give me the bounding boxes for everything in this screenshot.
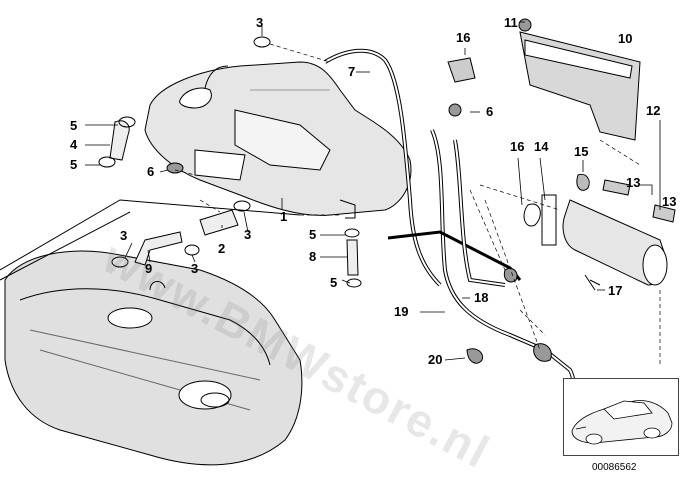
fuel-tank-upper [144, 61, 412, 219]
line-18 [453, 139, 506, 287]
callout-16-middle: 16 [510, 139, 525, 154]
callout-9: 9 [145, 261, 153, 276]
callout-5-left-top: 5 [70, 118, 78, 133]
callout-3-top: 3 [256, 15, 264, 30]
clips-and-clamps [98, 36, 552, 364]
callout-11: 11 [504, 15, 518, 30]
callout-5-middle-bottom: 5 [330, 275, 338, 290]
vent-hose-7 [323, 48, 442, 287]
callout-7: 7 [348, 64, 356, 79]
callout-16-top: 16 [456, 30, 471, 45]
charcoal-canister [503, 173, 676, 291]
drawing-number: 00086562 [592, 462, 637, 473]
assembly-reference-lines [174, 43, 661, 365]
callout-3-center: 3 [191, 261, 199, 276]
callout-13-left: 13 [626, 175, 641, 190]
callout-17: 17 [608, 283, 623, 298]
callout-10: 10 [618, 31, 633, 46]
callout-3-right: 3 [244, 227, 252, 242]
callout-5-left-bottom: 5 [70, 157, 78, 172]
callout-20: 20 [428, 352, 443, 367]
callout-4: 4 [70, 137, 78, 152]
callout-14: 14 [534, 139, 549, 154]
callout-6-left: 6 [147, 164, 155, 179]
vehicle-location-inset [563, 378, 679, 456]
callout-2: 2 [218, 241, 226, 256]
callout-3-left: 3 [120, 228, 128, 243]
leader-lines [85, 21, 661, 361]
callout-13-right: 13 [662, 194, 677, 209]
callout-15: 15 [574, 144, 589, 159]
fuel-tank-lower [0, 199, 303, 466]
car-outline-icon [571, 400, 673, 445]
callout-12: 12 [646, 103, 661, 118]
callout-1: 1 [280, 209, 288, 224]
callout-5-middle-top: 5 [309, 227, 317, 242]
callout-6-right: 6 [486, 104, 494, 119]
callout-19: 19 [394, 304, 409, 319]
callout-18: 18 [474, 290, 489, 305]
callout-8: 8 [309, 249, 317, 264]
